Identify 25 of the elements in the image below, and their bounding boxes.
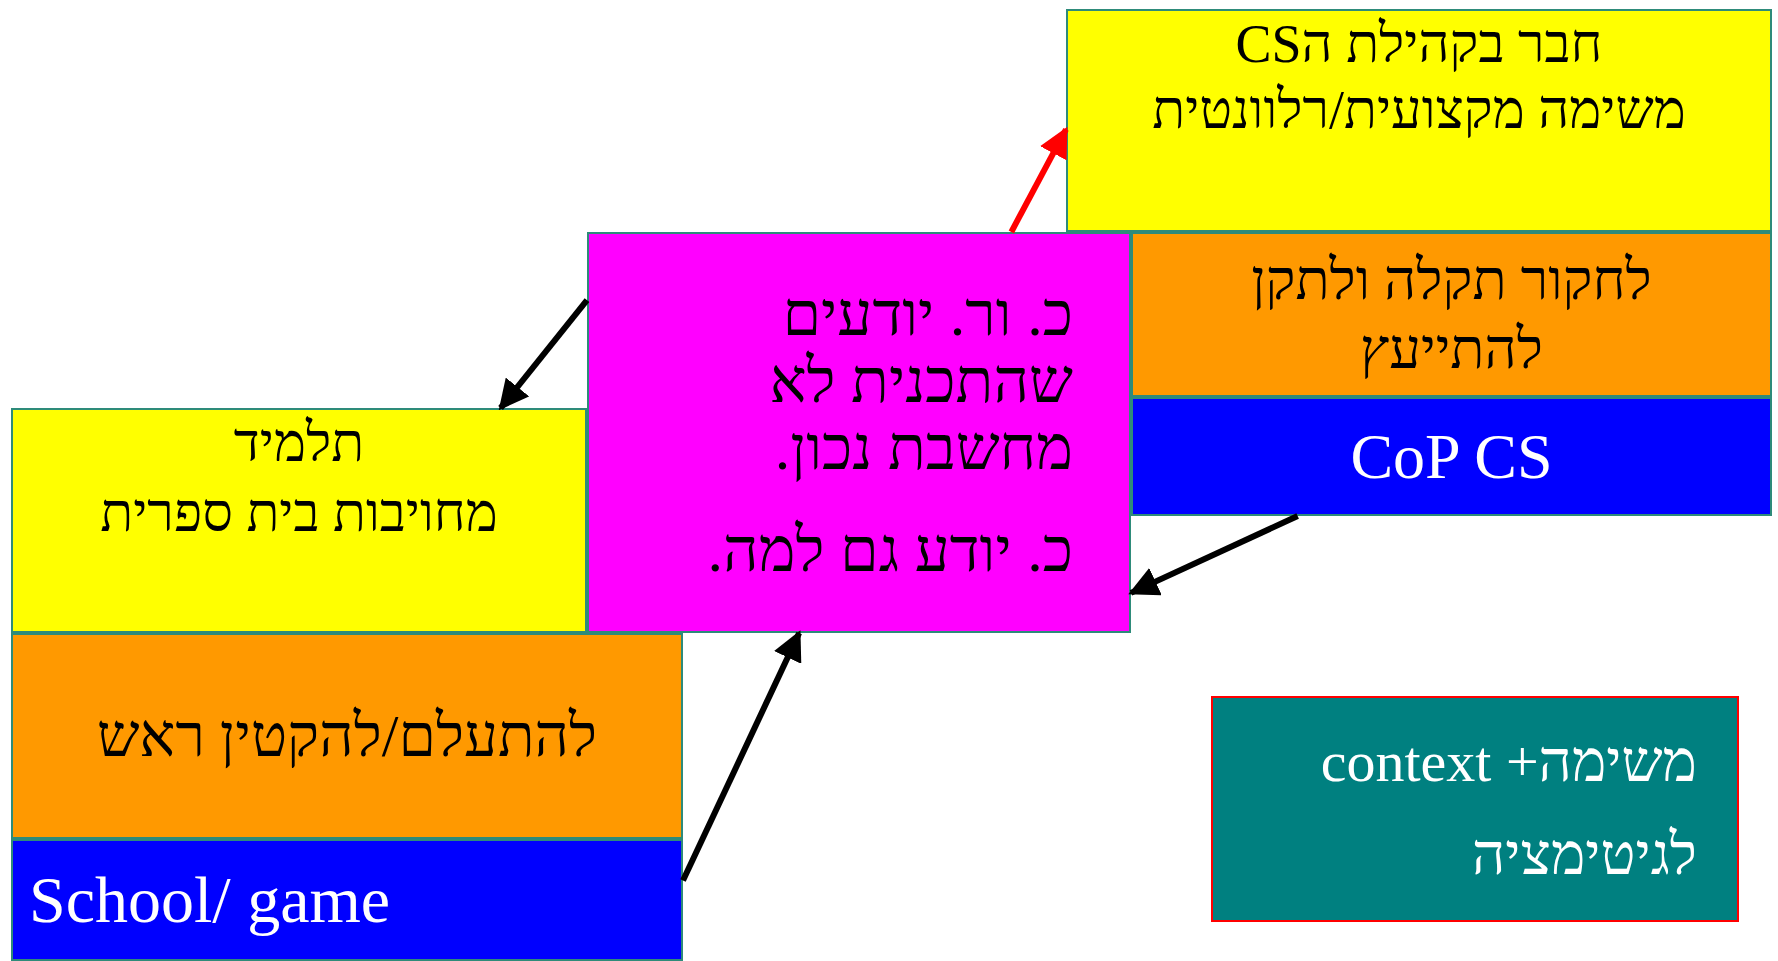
box-text: לגיטימציה — [1470, 824, 1697, 887]
box-text: תלמיד — [232, 414, 366, 473]
text-box — [1066, 9, 1772, 232]
arrow — [1008, 126, 1069, 234]
text-box — [11, 408, 587, 633]
text-box — [1211, 696, 1739, 922]
box-text: חבר בקהילת הCS — [1234, 15, 1604, 74]
text-box — [587, 232, 1131, 633]
text-box — [1131, 397, 1772, 516]
arrow — [680, 630, 802, 882]
box-text: מחויבות בית ספרית — [99, 484, 499, 543]
text-box — [11, 839, 683, 961]
arrow — [498, 298, 590, 411]
box-text: CoP CS — [1349, 421, 1554, 492]
box-text: להתייעץ — [1359, 318, 1544, 379]
box-text: להתעלם/להקטין ראש — [95, 703, 599, 769]
text-box — [1131, 232, 1772, 397]
text-box — [11, 633, 683, 839]
box-text: משימה מקצועית/רלוונטית — [1151, 81, 1687, 140]
box-text: לחקור תקלה ולתקן — [1250, 250, 1653, 311]
box-text: משימה+ context — [1319, 731, 1697, 794]
box-text: כ. יודע גם למה. — [706, 517, 1073, 585]
arrow — [1128, 513, 1299, 596]
box-text: School/ game — [29, 864, 392, 936]
box-text: כ. ור. יודעים שהתכנית לא מחשבת נכון. — [768, 280, 1073, 482]
